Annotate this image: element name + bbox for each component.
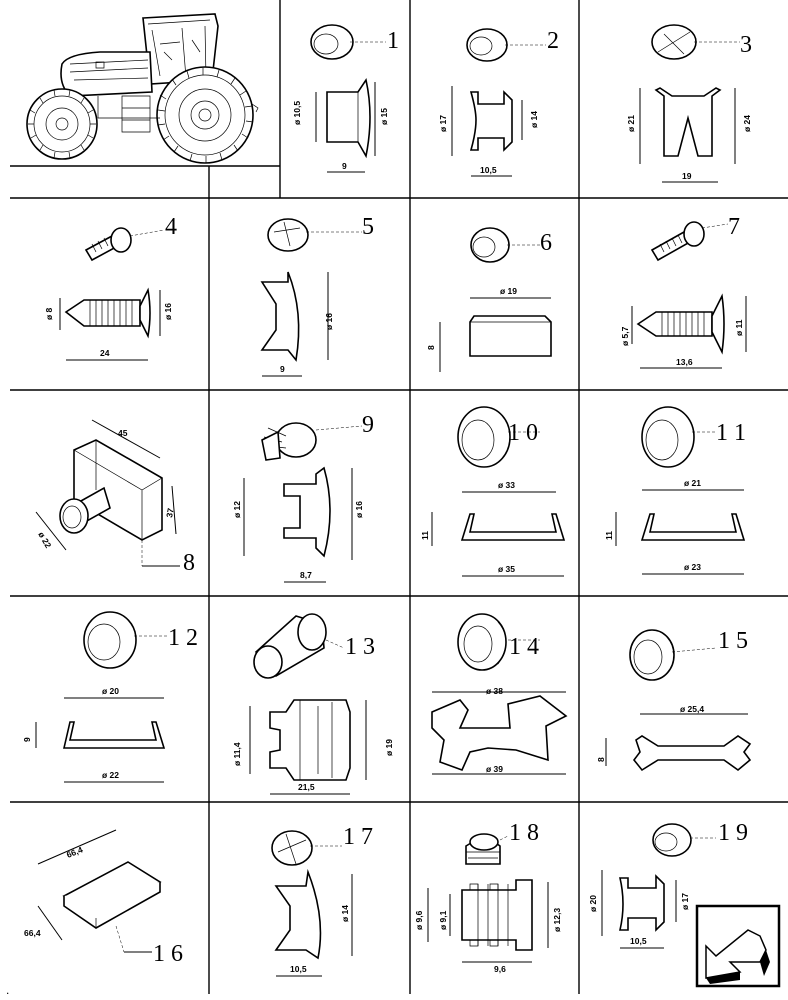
- p9-dim-c: 8,7: [300, 570, 312, 580]
- corner-mark: .: [6, 983, 9, 997]
- callout-19: 1 9: [718, 820, 748, 846]
- p8-dim-c: 37: [164, 507, 176, 518]
- p1-dim-a: ø 10,5: [292, 101, 302, 125]
- part-3: ø 21 ø 24 19: [626, 24, 752, 183]
- callout-16: 1 6: [153, 941, 183, 967]
- part-13: ø 11,4 ø 19 21,5: [232, 613, 394, 795]
- p17-dim-b: 10,5: [290, 964, 307, 974]
- callout-11: 1 1: [716, 420, 746, 446]
- p19-dim-b: ø 17: [680, 893, 690, 910]
- p7-dim-b: ø 11: [734, 319, 744, 336]
- callout-numbers: 1 2 3 4 5 6 7 8 9 1 0 1 1 1 2 1 3 1 4 1 …: [153, 28, 752, 967]
- p18-dim-c: ø 12,3: [552, 908, 562, 932]
- callout-17: 1 7: [343, 824, 373, 850]
- callout-6: 6: [540, 230, 552, 256]
- callout-9: 9: [362, 412, 374, 438]
- callout-18: 1 8: [509, 820, 539, 846]
- grid-lines: [10, 0, 788, 994]
- p12-dim-b: 9: [22, 737, 32, 742]
- p3-dim-b: ø 24: [742, 115, 752, 132]
- part-9: ø 12 ø 16 8,7: [232, 422, 364, 583]
- p15-dim-a: ø 25,4: [680, 704, 704, 714]
- p13-dim-b: ø 19: [384, 739, 394, 756]
- p11-dim-a: ø 21: [684, 478, 701, 488]
- part-14: ø 38 ø 39: [431, 613, 568, 775]
- p6-dim-a: ø 19: [500, 286, 517, 296]
- p12-dim-c: ø 22: [102, 770, 119, 780]
- tractor-illustration: [26, 13, 259, 164]
- p4-dim-b: ø 16: [163, 303, 173, 320]
- p12-dim-a: ø 20: [102, 686, 119, 696]
- p16-dim-a: 66,4: [65, 844, 84, 860]
- p5-dim-b: 9: [280, 364, 285, 374]
- p14-dim-b: ø 39: [486, 764, 503, 774]
- p1-dim-b: ø 15: [379, 108, 389, 125]
- p16-dim-b: 66,4: [24, 928, 41, 938]
- part-6: ø 19 8: [426, 227, 552, 372]
- p10-dim-c: ø 35: [498, 564, 515, 574]
- p19-dim-a: ø 20: [588, 895, 598, 912]
- callout-14: 1 4: [509, 634, 539, 660]
- arrow-navigation-icon[interactable]: [695, 904, 781, 988]
- p14-dim-a: ø 38: [486, 686, 503, 696]
- p3-dim-a: ø 21: [626, 115, 636, 132]
- callout-5: 5: [362, 214, 374, 240]
- part-12: ø 20 9 ø 22: [22, 611, 168, 783]
- callout-1: 1: [387, 28, 399, 54]
- p7-dim-a: ø 5,7: [620, 326, 630, 346]
- p2-dim-b: ø 14: [529, 111, 539, 128]
- p9-dim-b: ø 16: [354, 501, 364, 518]
- part-19: ø 20 ø 17 10,5: [588, 823, 716, 949]
- part-7: ø 5,7 ø 11 13,6: [620, 221, 747, 369]
- callout-15: 1 5: [718, 628, 748, 654]
- p17-dim-a: ø 14: [340, 905, 350, 922]
- p8-dim-a: 45: [118, 428, 128, 438]
- p13-dim-c: 21,5: [298, 782, 315, 792]
- p18-dim-b: ø 9,1: [438, 910, 448, 930]
- p10-dim-a: ø 33: [498, 480, 515, 490]
- callout-13: 1 3: [345, 634, 375, 660]
- part-2: ø 17 ø 14 10,5: [438, 28, 546, 177]
- part-1: ø 10,5 ø 15 9: [292, 24, 389, 173]
- callout-10: 1 0: [508, 420, 538, 446]
- callout-8: 8: [183, 550, 195, 576]
- part-5: ø 16 9: [260, 218, 362, 377]
- p19-dim-c: 10,5: [630, 936, 647, 946]
- part-11: ø 21 11 ø 23: [604, 406, 746, 575]
- p4-dim-a: ø 8: [44, 307, 54, 320]
- part-16: 66,4 66,4: [24, 829, 162, 953]
- p10-dim-b: 11: [420, 531, 430, 540]
- callout-4: 4: [165, 214, 177, 240]
- p11-dim-b: 11: [604, 531, 614, 540]
- callout-7: 7: [728, 214, 740, 240]
- part-17: ø 14 10,5: [271, 830, 353, 977]
- p18-dim-d: 9,6: [494, 964, 506, 974]
- p6-dim-b: 8: [426, 345, 436, 350]
- p7-dim-c: 13,6: [676, 357, 693, 367]
- p9-dim-a: ø 12: [232, 501, 242, 518]
- part-18: ø 9,6 ø 9,1 ø 12,3 9,6: [414, 833, 562, 974]
- p1-dim-c: 9: [342, 161, 347, 171]
- p8-dim-b: ø 22: [36, 530, 53, 550]
- p5-dim-a: ø 16: [324, 313, 334, 330]
- callout-3: 3: [740, 32, 752, 58]
- p18-dim-a: ø 9,6: [414, 910, 424, 930]
- p15-dim-b: 8: [596, 757, 606, 762]
- p13-dim-a: ø 11,4: [232, 742, 242, 766]
- p3-dim-c: 19: [682, 171, 692, 181]
- p11-dim-c: ø 23: [684, 562, 701, 572]
- part-10: ø 33 11 ø 35: [420, 406, 566, 577]
- part-4: ø 8 ø 16 24: [44, 227, 173, 361]
- part-8: 45 ø 22 37: [35, 419, 180, 567]
- callout-12: 1 2: [168, 625, 198, 651]
- p2-dim-a: ø 17: [438, 115, 448, 132]
- p4-dim-c: 24: [100, 348, 110, 358]
- p2-dim-c: 10,5: [480, 165, 497, 175]
- callout-2: 2: [547, 28, 559, 54]
- part-15: ø 25,4 8: [596, 629, 752, 772]
